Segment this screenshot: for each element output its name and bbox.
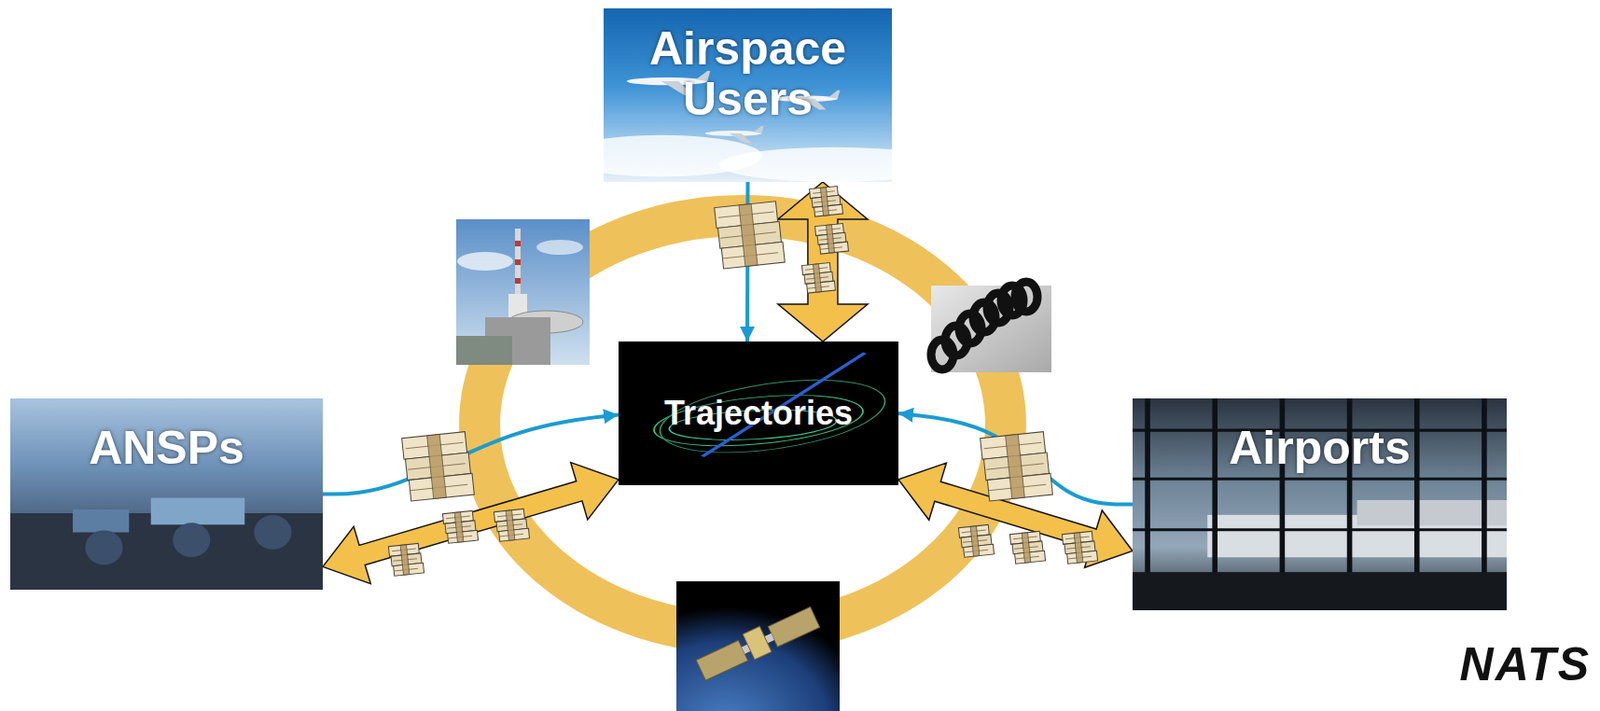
photo-box: Airports <box>1132 398 1507 611</box>
money-bundle <box>815 222 849 254</box>
money-bundle <box>493 508 529 542</box>
satellite-photo <box>676 581 840 711</box>
money-bundle <box>958 524 994 557</box>
money-bundle <box>802 262 836 293</box>
money-bundle <box>402 431 475 501</box>
photo-box: Airspace Users <box>603 8 892 182</box>
money-bundle <box>388 542 424 576</box>
exchange-arrow <box>778 181 868 342</box>
photo-box: ANSPs <box>10 398 323 590</box>
center-box: Trajectories <box>618 341 899 486</box>
money-bundle <box>809 185 844 217</box>
money-bundle <box>1009 530 1045 564</box>
money-bundle <box>980 431 1054 501</box>
node-label: ANSPs <box>88 422 245 474</box>
node-label: Airports <box>1228 422 1410 474</box>
money-bundle <box>442 510 478 543</box>
node-label: Trajectories <box>664 395 853 432</box>
cable-photo <box>931 281 1052 373</box>
tower-photo <box>456 219 590 365</box>
money-bundle <box>1061 530 1098 564</box>
node-label: Airspace Users <box>616 23 879 125</box>
logo-text: NATS <box>1460 637 1591 692</box>
exchange-arrow <box>322 462 619 585</box>
money-bundle <box>714 200 786 269</box>
